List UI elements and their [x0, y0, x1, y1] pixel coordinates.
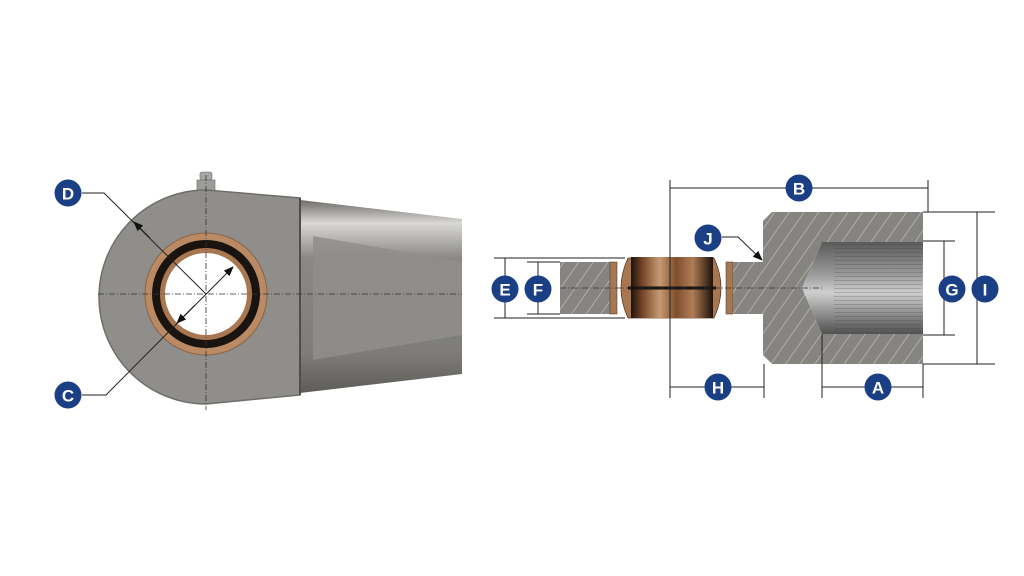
- label-f: F: [533, 281, 543, 300]
- badge-c: C: [54, 381, 82, 409]
- badge-i: I: [971, 275, 999, 303]
- label-i: I: [983, 281, 988, 300]
- badge-j: J: [694, 224, 722, 252]
- label-g: G: [945, 281, 958, 300]
- label-a: A: [872, 379, 884, 398]
- label-j: J: [703, 230, 712, 249]
- badge-d: D: [54, 179, 82, 207]
- label-c: C: [62, 387, 74, 406]
- label-e: E: [499, 281, 510, 300]
- label-b: B: [793, 180, 805, 199]
- badge-e: E: [491, 275, 519, 303]
- shank-section: [733, 212, 923, 364]
- badge-b: B: [785, 174, 813, 202]
- rod-eye-front-view: [82, 171, 462, 410]
- badge-f: F: [524, 275, 552, 303]
- badge-g: G: [938, 275, 966, 303]
- label-h: H: [712, 379, 724, 398]
- badge-a: A: [864, 373, 892, 401]
- label-d: D: [62, 185, 74, 204]
- rod-end-section-view: [494, 180, 995, 398]
- badge-h: H: [704, 373, 732, 401]
